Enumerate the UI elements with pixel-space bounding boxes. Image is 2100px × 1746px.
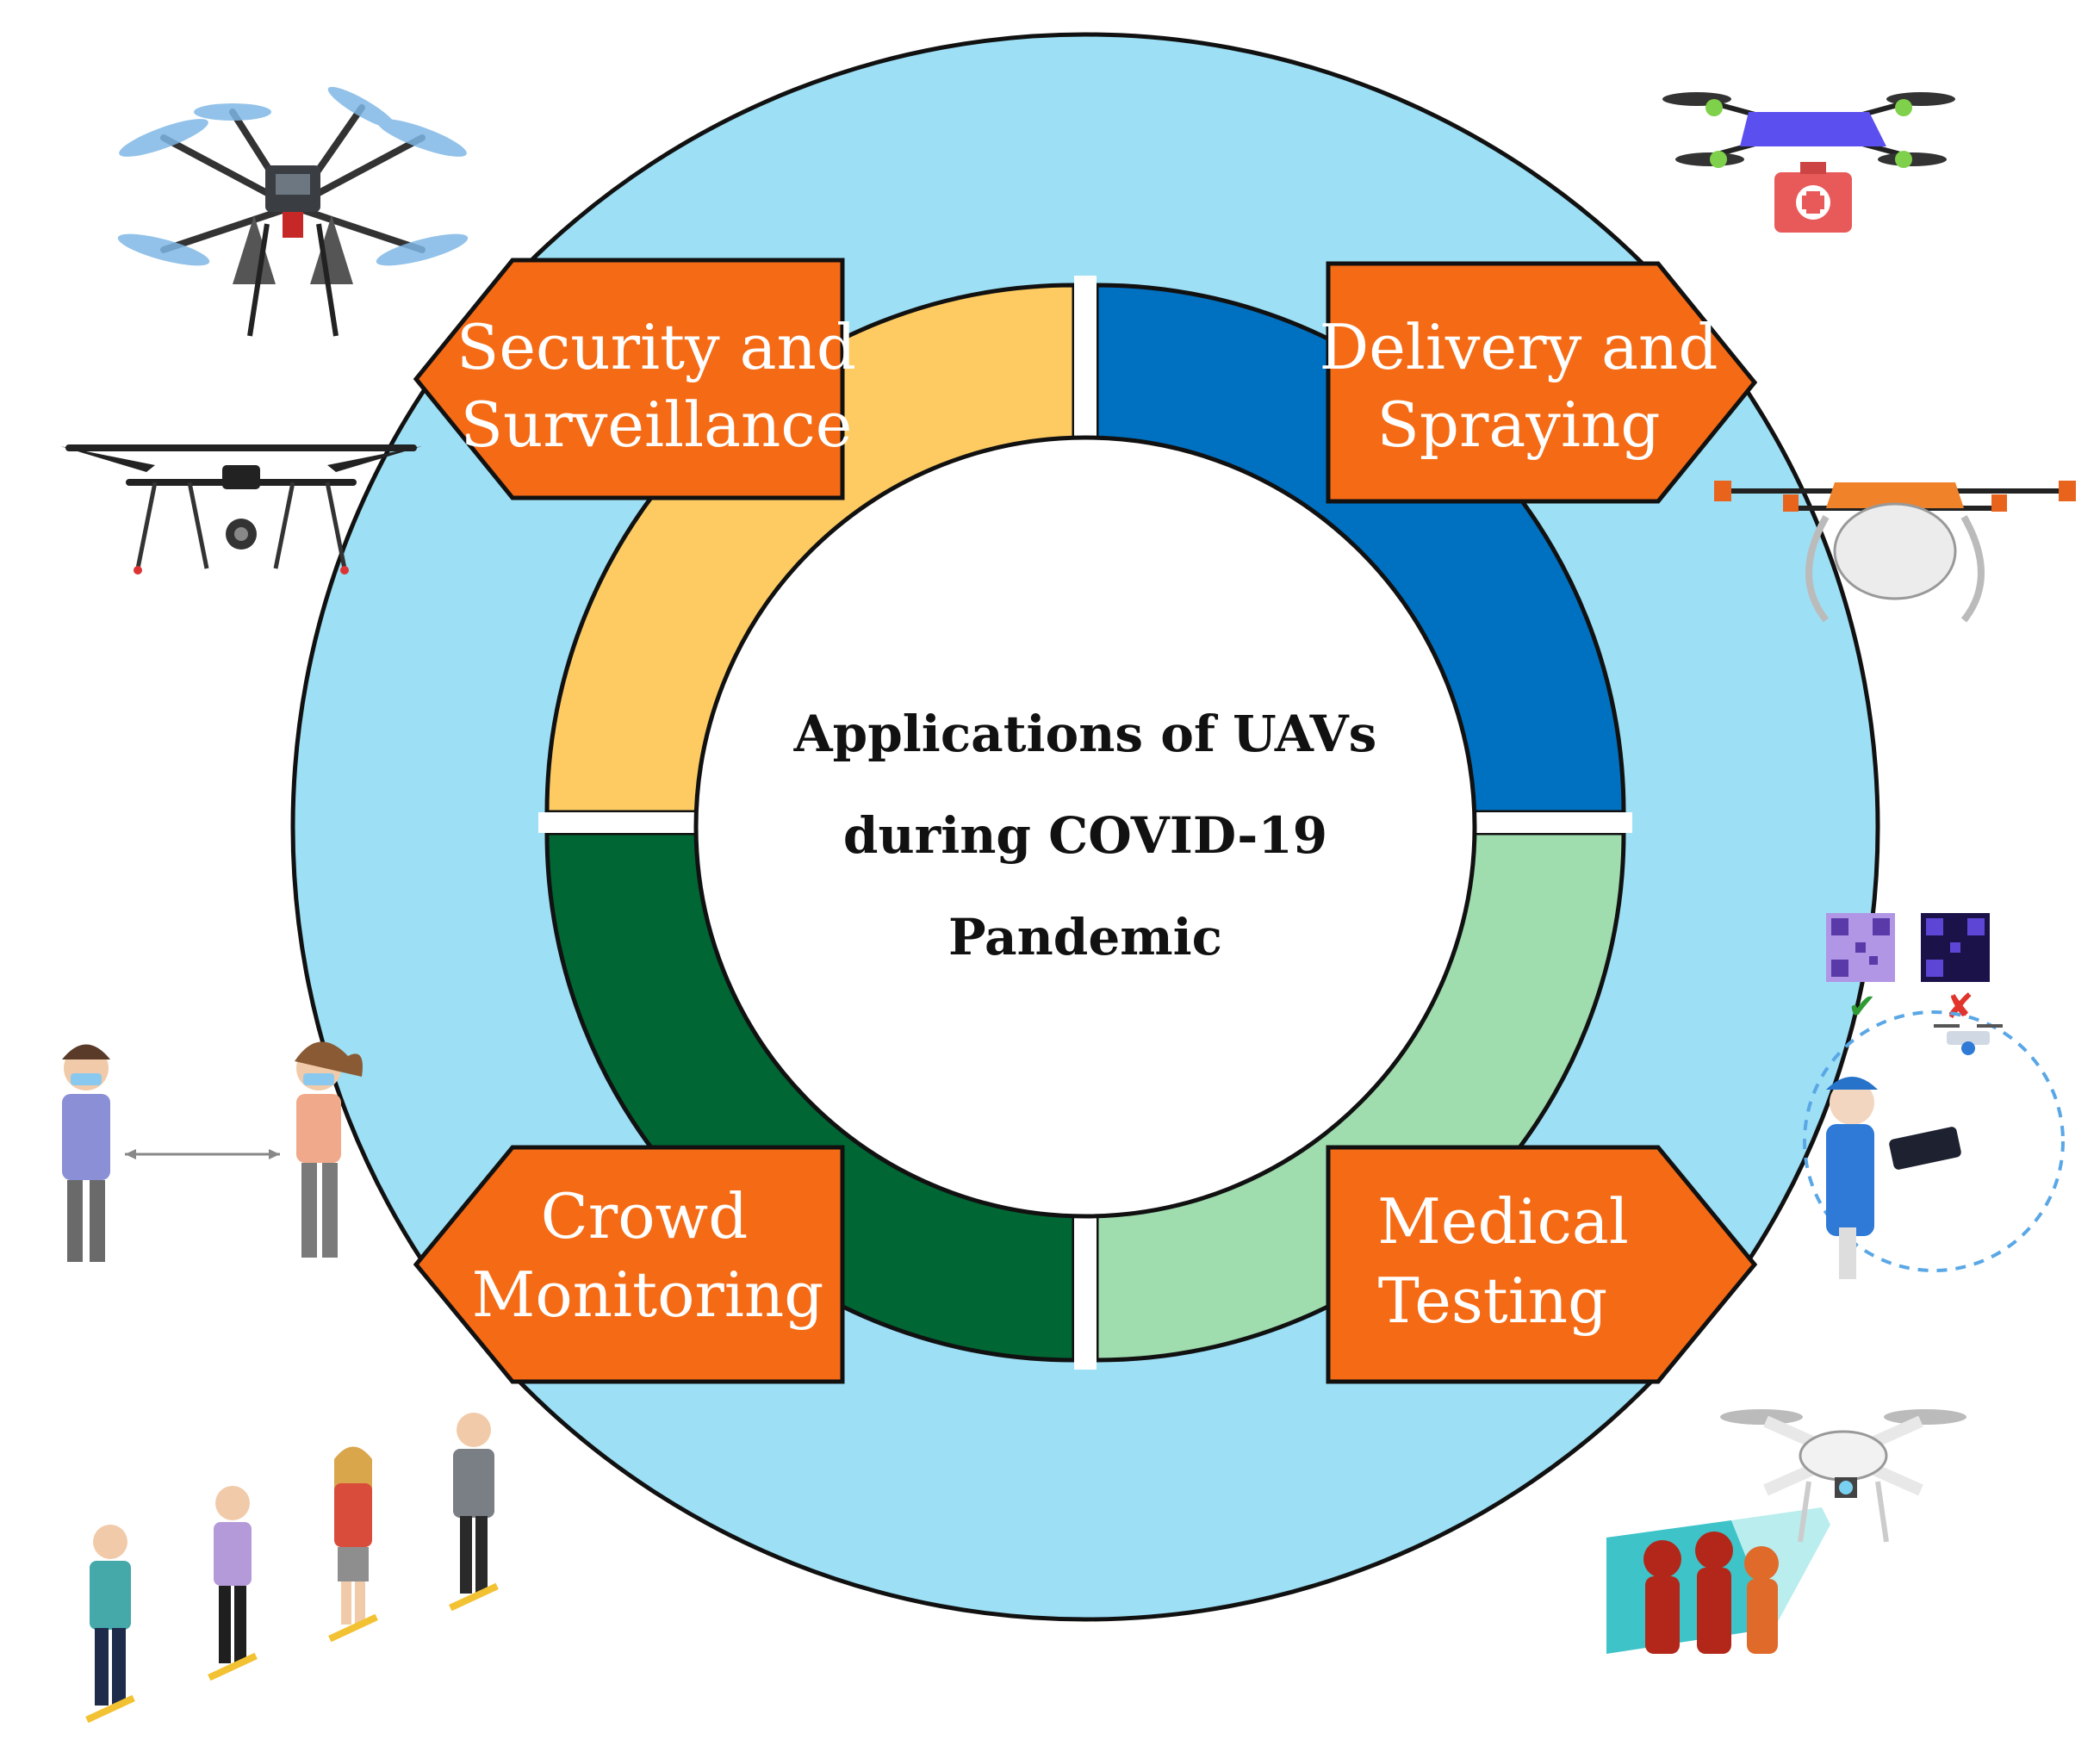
qr-code-icon: ✔ ✘ <box>1826 913 1990 1027</box>
social-distancing-people-icon <box>62 1041 363 1262</box>
center-title-line-3: Pandemic <box>948 908 1222 966</box>
cross-icon: ✘ <box>1945 987 1974 1027</box>
medical-kit-delivery-drone-icon <box>1662 92 1955 233</box>
camera-surveillance-drone-icon <box>60 444 422 575</box>
center-title-line-1: Applications of UAVs <box>793 705 1377 763</box>
thermal-screening-drone-icon <box>1606 1409 1966 1654</box>
label-security-line-2: Surveillance <box>461 388 853 461</box>
label-delivery-line-1: Delivery and <box>1319 311 1718 383</box>
label-medical-line-2: Testing <box>1378 1264 1607 1337</box>
drone-operator-icon <box>1803 1010 2065 1279</box>
label-security: Security and Surveillance <box>413 258 856 500</box>
label-crowd-line-2: Monitoring <box>472 1258 824 1331</box>
spraying-drone-icon <box>1714 481 2076 623</box>
label-security-line-1: Security and <box>457 311 856 383</box>
queue-of-people-icon <box>85 1413 499 1724</box>
label-medical: Medical Testing <box>1326 1145 1758 1384</box>
label-crowd: Crowd Monitoring <box>413 1145 845 1384</box>
label-crowd-line-1: Crowd <box>541 1180 749 1252</box>
center-title: Applications of UAVs during COVID-19 Pan… <box>793 705 1377 966</box>
label-medical-line-1: Medical <box>1377 1185 1629 1258</box>
center-circle <box>693 435 1477 1219</box>
center-title-line-2: during COVID-19 <box>843 806 1327 865</box>
label-delivery: Delivery and Spraying <box>1319 261 1758 504</box>
hexacopter-loudspeaker-drone-icon <box>117 86 469 337</box>
label-delivery-line-2: Spraying <box>1377 388 1661 461</box>
checkmark-icon: ✔ <box>1848 987 1877 1027</box>
